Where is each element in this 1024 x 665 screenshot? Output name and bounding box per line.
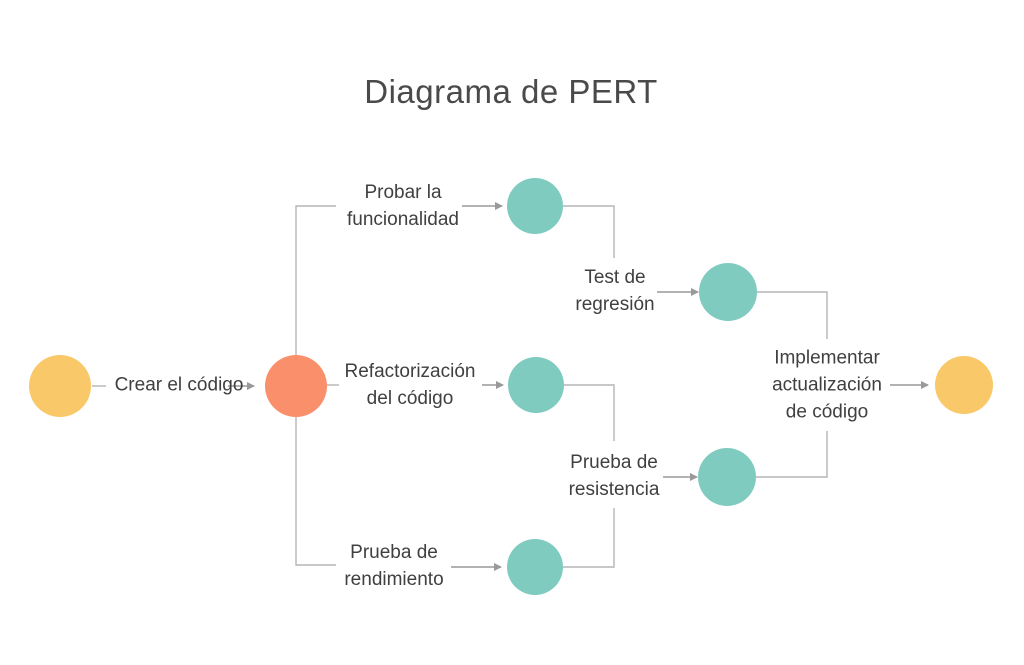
edge-label-test-de-regresion: Test de regresión xyxy=(575,264,654,318)
node-funcionalidad-done xyxy=(507,178,563,234)
edge-label-line: regresión xyxy=(575,294,655,315)
edge-label-line: funcionalidad xyxy=(347,209,459,230)
node-start xyxy=(29,355,91,417)
edge-label-line: resistencia xyxy=(568,479,660,500)
edge-label-line: Implementar xyxy=(774,347,880,369)
node-rendimiento-done xyxy=(507,539,563,595)
connector-milestone-to-rendimiento-label xyxy=(295,417,336,566)
connector-funcionalidad-node-to-regresion-label xyxy=(563,205,615,258)
edge-label-line: rendimiento xyxy=(344,569,444,590)
connector-resistencia-node-to-implementar-label xyxy=(756,431,828,478)
edge-label-line: Prueba de xyxy=(350,542,438,563)
edge-label-line: actualización xyxy=(772,374,882,396)
edge-label-line: Test de xyxy=(584,267,646,288)
edge-label-refactorizacion-del-codigo: Refactorización del código xyxy=(345,358,476,412)
node-refactorizacion-done xyxy=(508,357,564,413)
edge-label-line: de código xyxy=(785,401,869,423)
edge-label-line: Probar la xyxy=(364,182,442,203)
edge-label-prueba-de-resistencia: Prueba de resistencia xyxy=(569,449,660,503)
connector-refactorizacion-node-to-resistencia-label xyxy=(564,384,615,441)
edge-label-probar-la-funcionalidad: Probar la funcionalidad xyxy=(347,179,459,233)
edge-label-implementar-actualizacion: Implementar actualización de código xyxy=(772,345,882,426)
edge-label-crear-el-codigo: Crear el código xyxy=(115,372,244,399)
edge-label-line: Prueba de xyxy=(570,452,658,473)
diagram-title: Diagrama de PERT xyxy=(364,73,658,110)
edge-label-line: del código xyxy=(366,388,454,409)
connector-milestone-to-probar-label xyxy=(295,205,336,355)
node-code-created-milestone xyxy=(265,355,327,417)
node-end xyxy=(935,356,993,414)
connector-regresion-node-to-implementar-label xyxy=(757,291,828,339)
connector-rendimiento-node-to-resistencia-label xyxy=(563,508,615,568)
edge-label-line: Refactorización xyxy=(344,361,476,382)
node-regresion-done xyxy=(699,263,757,321)
edge-label-line: Crear el código xyxy=(114,374,244,396)
edge-label-prueba-de-rendimiento: Prueba de rendimiento xyxy=(344,539,443,593)
node-resistencia-done xyxy=(698,448,756,506)
